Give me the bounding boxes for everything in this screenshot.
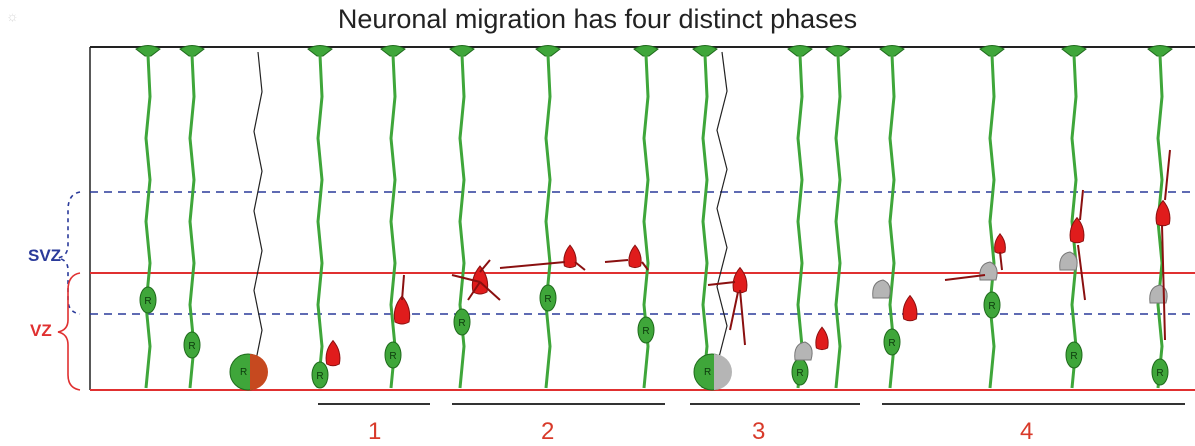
glia-marker: R [642,326,649,337]
radial-fiber [389,54,397,389]
neuron-phase4 [902,294,918,322]
radial-fiber [316,54,324,389]
glia-soma [183,331,201,359]
neuron-process [707,281,746,346]
glia-soma [384,341,402,369]
neuron-phase3 [732,266,748,294]
gray-cell [872,279,891,299]
glia-endfoot [979,45,1005,57]
neuron-process [604,259,649,271]
radial-fiber [1070,54,1078,389]
neuron-phase1 [393,295,411,325]
neuron-process [499,261,586,271]
glia-soma [453,308,471,336]
dividing-progenitor-half [250,354,268,390]
glia-marker: R [188,341,195,352]
neuron-process [1077,189,1086,301]
glia-endfoot [692,45,718,57]
glia-endfoot [825,45,851,57]
radial-fiber [796,54,804,389]
glia-marker: R [316,371,323,382]
neuron-phase3 [815,326,829,351]
gray-cell [794,341,813,361]
neuron-process [401,274,405,301]
gray-cell [979,261,998,281]
glia-soma [983,291,1001,319]
neuron-phase4 [994,233,1006,254]
radial-fiber [544,54,552,389]
phase-label-1: 1 [368,418,382,445]
vz-brace [57,272,81,391]
glia-marker: R [389,351,396,362]
glia-endfoot [535,45,561,57]
phase-label-3: 3 [752,418,766,445]
glia-marker: R [144,296,151,307]
multipolar-neuron [563,244,577,269]
glia-endfoot [1147,45,1173,57]
cells-layer: R R R R R R R R R R R R R R [135,45,1173,391]
glia-endfoot [449,45,475,57]
glia-endfoot [135,45,161,57]
radial-fiber [988,54,996,389]
radial-fiber [701,54,709,389]
page-title: Neuronal migration has four distinct pha… [337,4,858,34]
glia-endfoot [633,45,659,57]
svz-brace [57,191,81,315]
glia-marker: R [988,301,995,312]
dividing-progenitor-half [714,354,732,390]
glia-marker: R [1070,351,1077,362]
svz-label: SVZ [28,246,62,265]
glia-endfoot [179,45,205,57]
progenitor-marker: R [704,367,711,378]
watermark-logo: ☼ [6,8,19,24]
neuron-process [944,251,1003,281]
glia-marker: R [458,318,465,329]
dividing-cell-fiber [253,51,263,371]
phase-label-2: 2 [541,418,555,445]
glia-marker: R [1156,368,1163,379]
multipolar-neuron [628,244,642,269]
radial-fiber [834,54,842,389]
phase-label-4: 4 [1020,418,1034,445]
vz-label: VZ [30,321,52,340]
neuron-process [451,259,501,301]
glia-endfoot [307,45,333,57]
neuron-phase1 [325,339,341,367]
glia-marker: R [544,294,551,305]
neuron-phase4 [1069,216,1085,244]
neuron-process [1161,149,1171,341]
glia-soma [1151,358,1169,386]
glia-soma [539,284,557,312]
radial-fiber [458,54,466,389]
glia-soma [1065,341,1083,369]
radial-fiber [144,54,152,389]
glia-marker: R [796,368,803,379]
glia-soma [139,286,157,314]
glia-soma [883,328,901,356]
glia-endfoot [879,45,905,57]
gray-cell [1059,251,1078,271]
glia-soma [637,316,655,344]
glia-endfoot [380,45,406,57]
progenitor-marker: R [240,367,247,378]
glia-marker: R [888,338,895,349]
glia-endfoot [787,45,813,57]
glia-endfoot [1061,45,1087,57]
glia-soma [311,361,329,389]
dividing-cell-fiber [716,51,728,366]
